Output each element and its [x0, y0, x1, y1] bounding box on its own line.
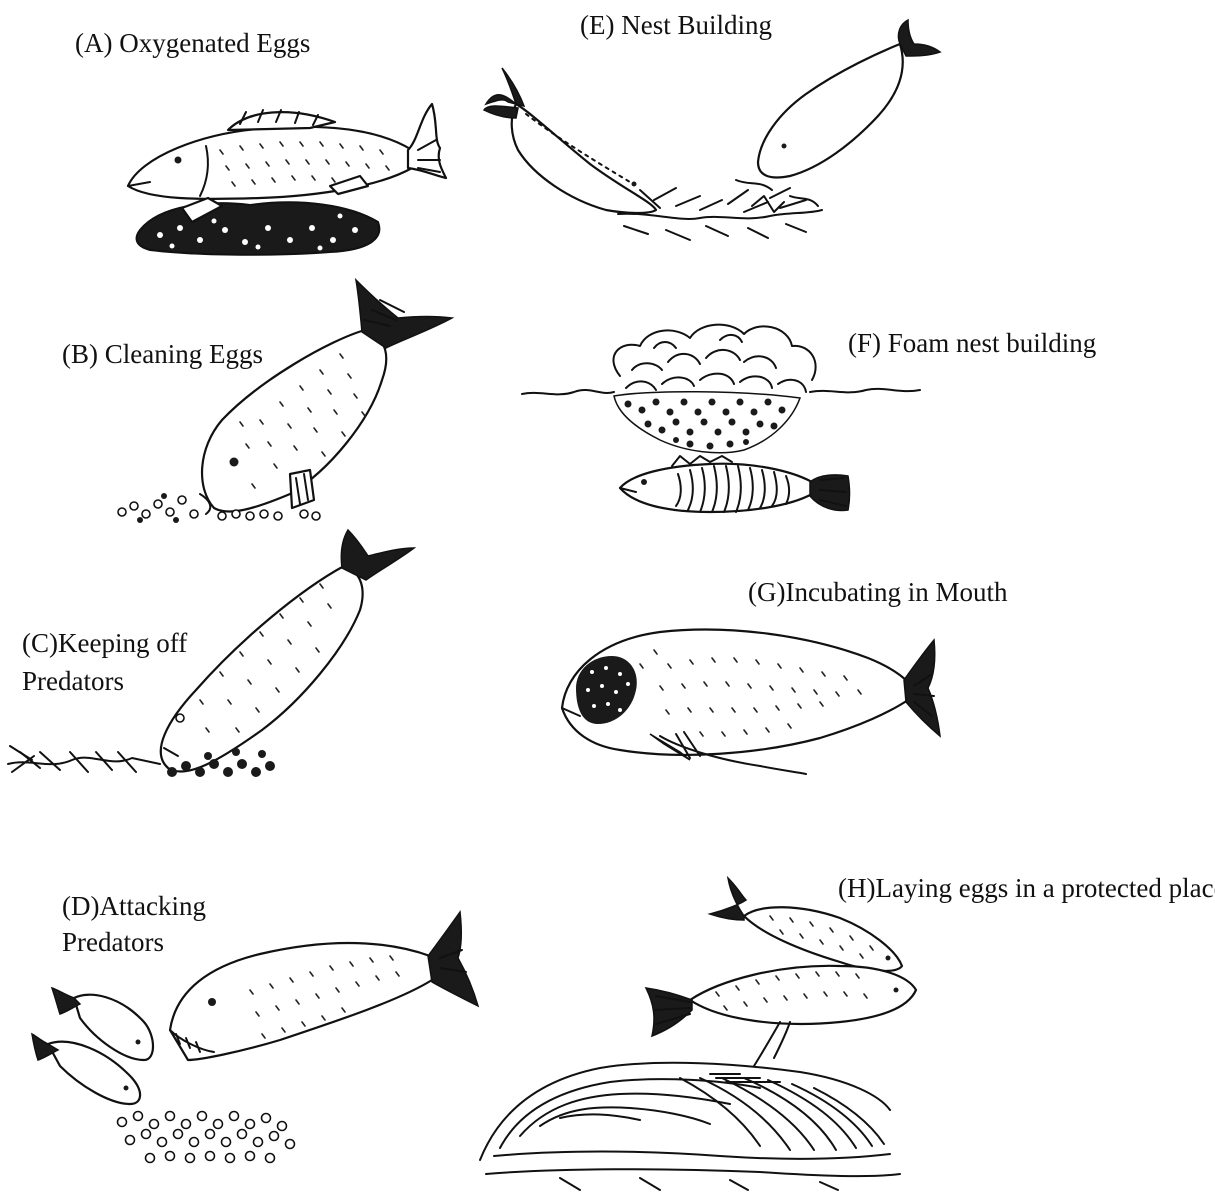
panel-e-label: (E) Nest Building: [580, 10, 772, 40]
panel-e-fish-right: [758, 20, 940, 177]
panel-d-parent-fish: [170, 912, 478, 1060]
panel-f-fish: [620, 456, 850, 512]
panel-d-eggs: [118, 1112, 295, 1163]
panel-c-predator-chain: [8, 746, 160, 772]
panel-e-fish-left: [484, 68, 656, 213]
panel-f-egg-cluster: [614, 392, 800, 453]
panel-e-illustration: [484, 20, 940, 240]
panel-a-illustration: [128, 104, 446, 255]
panel-f-label: (F) Foam nest building: [848, 328, 1096, 358]
panel-b-fish: [200, 280, 452, 514]
panel-a-label: (A) Oxygenated Eggs: [75, 28, 310, 58]
panel-a-egg-mass: [137, 202, 380, 254]
panel-c-label-line2: Predators: [22, 666, 124, 696]
panel-b-label: (B) Cleaning Eggs: [62, 339, 263, 369]
panel-b-illustration: [118, 280, 452, 523]
panel-c-fish: [161, 530, 414, 772]
panel-g-illustration: [562, 630, 940, 774]
panel-h-illustration: [480, 878, 916, 1190]
panel-d-label-line2: Predators: [62, 927, 164, 957]
panel-h-shell-shelter: [480, 1063, 900, 1190]
panel-h-fish-lower: [646, 966, 916, 1066]
panel-f-foam-bubbles: [613, 325, 815, 392]
panel-d-label-line1: (D)Attacking: [62, 891, 206, 921]
panel-g-label: (G)Incubating in Mouth: [748, 577, 1008, 607]
panel-g-fish: [562, 630, 940, 774]
panel-h-label: (H)Laying eggs in a protected place: [838, 873, 1215, 903]
panel-c-label-line1: (C)Keeping off: [22, 628, 187, 658]
